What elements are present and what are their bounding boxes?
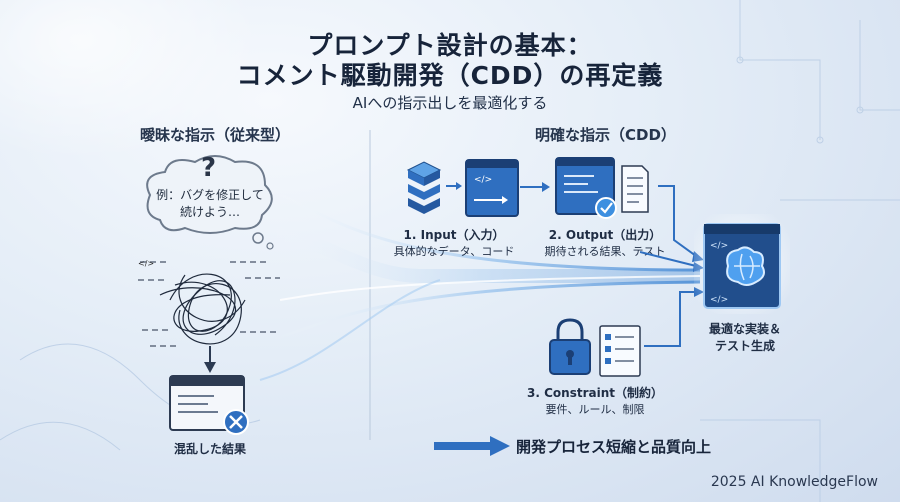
svg-text:?: ? xyxy=(201,153,216,182)
constraint-title: 3. Constraint（制約） xyxy=(527,386,663,400)
constraint-label-group: 3. Constraint（制約） 要件、ルール、制限 xyxy=(520,384,670,417)
thought-cloud xyxy=(146,155,274,250)
ai-label-line1: 最適な実装＆ xyxy=(708,322,781,336)
arrow-right-icon xyxy=(520,182,550,192)
page-title-line2: コメント駆動開発（CDD）の再定義 xyxy=(236,61,664,90)
constraint-desc: 要件、ルール、制限 xyxy=(545,403,645,416)
banner-arrow-icon xyxy=(434,436,510,456)
bubble-text-line1: 例：バグを修正して xyxy=(156,188,264,202)
output-icon xyxy=(555,157,649,219)
page-subtitle: AIへの指示出しを最適化する xyxy=(352,94,548,112)
error-window-icon xyxy=(169,375,249,435)
svg-text:</>: </> xyxy=(138,259,154,268)
svg-text:</>: </> xyxy=(710,241,728,251)
bottom-banner-text: 開発プロセス短縮と品質向上 xyxy=(516,438,712,456)
svg-text:</>: </> xyxy=(710,295,728,305)
result-label: 混乱した結果 xyxy=(173,442,246,456)
output-title: 2. Output（出力） xyxy=(548,228,662,242)
input-icon: </> xyxy=(406,159,519,217)
down-arrow-icon xyxy=(204,346,216,373)
tangled-code-icon: </> xyxy=(138,259,280,347)
left-heading: 曖昧な指示（従来型） xyxy=(140,126,291,144)
question-mark-icon: ? xyxy=(201,153,216,182)
output-desc: 期待される結果、テスト xyxy=(544,245,666,258)
svg-text:</>: </> xyxy=(474,175,492,185)
input-desc: 具体的なデータ、コード xyxy=(393,245,515,258)
ai-brain-icon: </> </> xyxy=(694,214,790,314)
constraint-icon xyxy=(549,318,641,377)
right-heading: 明確な指示（CDD） xyxy=(535,126,676,144)
footer-credit: 2025 AI KnowledgeFlow xyxy=(710,474,878,490)
input-title: 1. Input（入力） xyxy=(403,228,505,242)
page-title-line1: プロンプト設計の基本： xyxy=(307,31,593,60)
ai-label-group: 最適な実装＆ テスト生成 xyxy=(690,320,800,354)
output-label-group: 2. Output（出力） 期待される結果、テスト xyxy=(540,226,670,259)
bubble-text-line2: 続けよう… xyxy=(179,205,240,219)
ai-label-line2: テスト生成 xyxy=(714,339,775,353)
input-label-group: 1. Input（入力） 具体的なデータ、コード xyxy=(384,226,524,259)
